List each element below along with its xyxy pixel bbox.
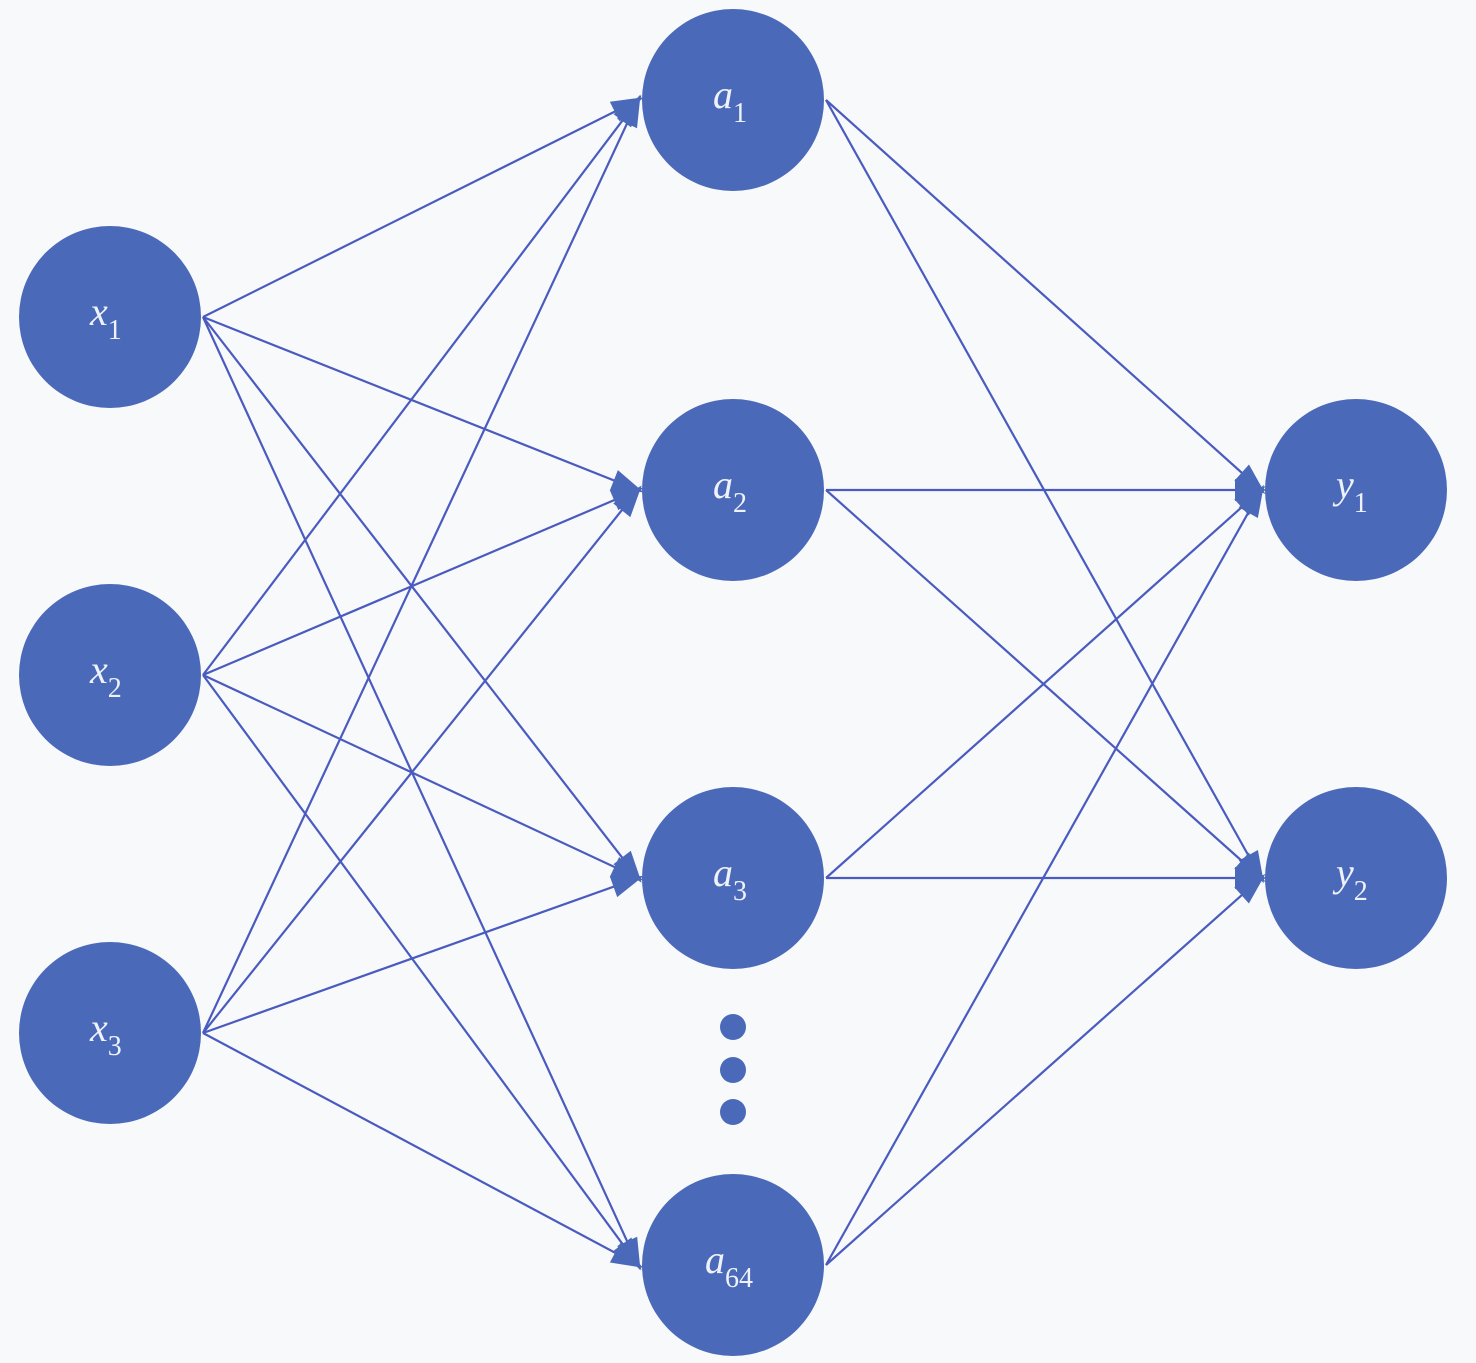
node-subscript: 3: [108, 1031, 122, 1062]
node-circle: [19, 226, 201, 408]
edge-x2-a3: [202, 674, 644, 881]
node-circle: [19, 584, 201, 766]
node-symbol: a: [713, 72, 733, 117]
edge-x1-a64: [202, 316, 641, 1271]
edge-line: [825, 877, 1262, 1266]
node-circle: [1265, 399, 1447, 581]
edge-line: [202, 1032, 639, 1266]
edge-x3-a3: [202, 875, 644, 1035]
edge-a3-y1: [825, 486, 1266, 879]
node-circle: [642, 787, 824, 969]
edge-x2-a2: [202, 487, 644, 677]
arrowhead-icon: [609, 470, 644, 493]
node-y1: y1: [1265, 399, 1447, 581]
node-symbol: x: [89, 647, 108, 692]
arrowhead-icon: [609, 875, 644, 898]
node-subscript: 2: [1354, 876, 1368, 907]
arrowhead-icon: [1238, 484, 1264, 519]
node-symbol: a: [705, 1237, 725, 1282]
node-circle: [19, 942, 201, 1124]
edge-a64-y2: [825, 874, 1266, 1266]
node-a3: a3: [642, 787, 824, 969]
edge-a1-y1: [825, 99, 1266, 495]
edge-x2-a64: [202, 674, 642, 1270]
node-x2: x2: [19, 584, 201, 766]
node-label: a64: [705, 1237, 753, 1294]
node-x1: x1: [19, 226, 201, 408]
node-subscript: 64: [725, 1263, 753, 1294]
node-x3: x3: [19, 942, 201, 1124]
node-label: x3: [89, 1005, 122, 1062]
arrowhead-icon: [1234, 464, 1266, 495]
node-circle: [642, 399, 824, 581]
edge-a64-y1: [825, 484, 1264, 1266]
node-label: a1: [713, 72, 747, 129]
edge-line: [825, 99, 1262, 491]
arrowhead-icon: [1234, 852, 1266, 882]
node-subscript: 1: [1354, 488, 1368, 519]
node-label: y1: [1332, 462, 1368, 519]
ellipsis-dot: [720, 1057, 746, 1083]
node-a64: a64: [642, 1174, 824, 1356]
node-subscript: 3: [733, 876, 747, 907]
edge-line: [202, 489, 639, 1034]
edge-a1-y2: [825, 99, 1264, 884]
edge-line: [202, 99, 639, 676]
node-subscript: 1: [108, 315, 122, 346]
node-label: y2: [1332, 850, 1368, 907]
edge-line: [825, 489, 1262, 879]
node-a1: a1: [642, 9, 824, 191]
edge-line: [202, 876, 639, 1035]
node-label: x1: [89, 289, 122, 346]
node-subscript: 1: [733, 98, 747, 129]
node-symbol: y: [1332, 850, 1354, 895]
node-subscript: 2: [733, 488, 747, 519]
edge-line: [202, 315, 639, 492]
edge-line: [202, 316, 639, 879]
node-circle: [1265, 787, 1447, 969]
node-label: x2: [89, 647, 122, 704]
arrowhead-icon: [1234, 874, 1266, 904]
node-y2: y2: [1265, 787, 1447, 969]
arrowhead-icon: [613, 485, 642, 518]
edge-line: [202, 316, 639, 1266]
edge-line: [202, 99, 639, 1034]
edge-x1-a3: [202, 316, 642, 883]
node-label: a2: [713, 462, 747, 519]
node-symbol: a: [713, 850, 733, 895]
arrowhead-icon: [609, 1243, 644, 1268]
node-symbol: x: [89, 289, 108, 334]
ellipsis-dots-icon: [720, 1014, 746, 1125]
edge-x2-a1: [202, 95, 642, 676]
node-a2: a2: [642, 399, 824, 581]
edge-line: [825, 489, 1262, 1266]
edge-a2-y2: [825, 489, 1266, 882]
arrowhead-icon: [609, 857, 644, 881]
edge-line: [202, 488, 639, 677]
node-circle: [642, 9, 824, 191]
edges: [202, 94, 1267, 1271]
node-symbol: y: [1332, 462, 1354, 507]
edge-x3-a1: [202, 94, 641, 1034]
edge-a2-y1: [826, 479, 1267, 501]
edge-line: [202, 674, 639, 1266]
ellipsis-dot: [720, 1099, 746, 1125]
node-circle: [642, 1174, 824, 1356]
edge-x1-a1: [202, 97, 644, 318]
node-label: a3: [713, 850, 747, 907]
ellipsis-dot: [720, 1014, 746, 1040]
node-subscript: 2: [108, 673, 122, 704]
edge-x1-a2: [202, 315, 644, 493]
arrowhead-icon: [617, 94, 641, 129]
node-symbol: x: [89, 1005, 108, 1050]
edge-x3-a2: [202, 485, 642, 1034]
node-symbol: a: [713, 462, 733, 507]
edge-x3-a64: [202, 1032, 644, 1268]
edge-line: [202, 99, 639, 318]
edge-line: [202, 674, 639, 879]
